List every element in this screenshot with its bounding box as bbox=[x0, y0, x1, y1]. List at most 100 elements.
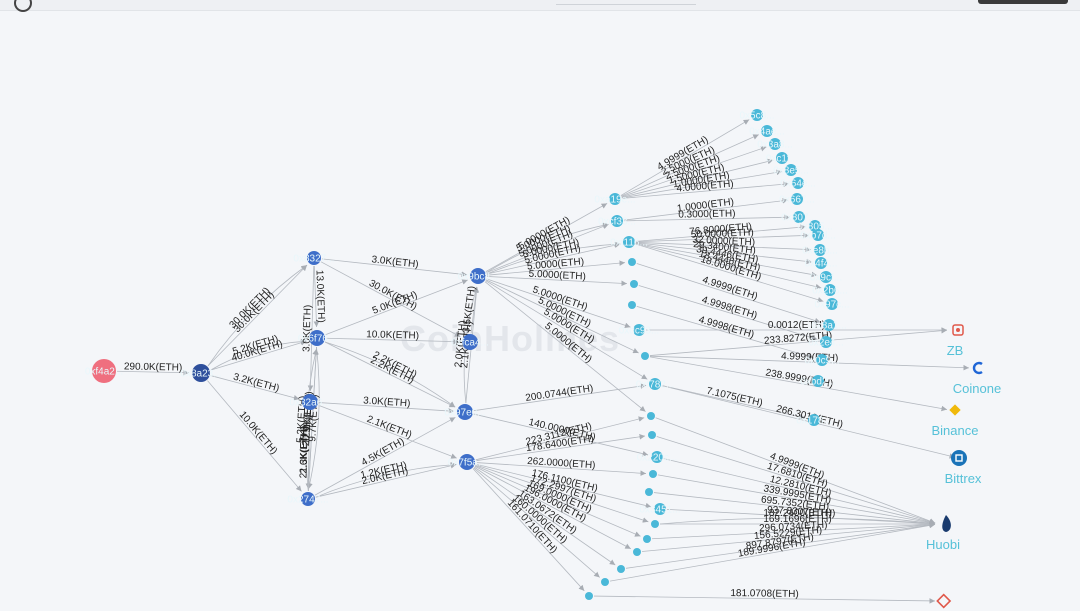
flow-edge[interactable] bbox=[653, 492, 936, 526]
address-node[interactable] bbox=[459, 454, 475, 470]
flow-edge[interactable] bbox=[210, 375, 300, 401]
address-node[interactable] bbox=[462, 334, 478, 350]
address-node[interactable] bbox=[585, 592, 593, 600]
flow-edge[interactable] bbox=[475, 463, 652, 509]
flow-edge[interactable] bbox=[306, 412, 313, 492]
address-node[interactable] bbox=[645, 488, 653, 496]
flow-edge[interactable] bbox=[321, 258, 468, 277]
address-node[interactable] bbox=[623, 236, 635, 248]
flow-edge[interactable] bbox=[207, 264, 308, 367]
flow-edge[interactable] bbox=[641, 522, 936, 552]
address-node[interactable] bbox=[601, 578, 609, 586]
flow-edge[interactable] bbox=[636, 263, 821, 324]
flow-edge[interactable] bbox=[474, 466, 616, 566]
flow-edge[interactable] bbox=[609, 522, 936, 582]
flow-edge[interactable] bbox=[486, 241, 621, 275]
flow-edge[interactable] bbox=[308, 348, 319, 492]
address-node[interactable] bbox=[654, 503, 666, 515]
address-node[interactable] bbox=[309, 330, 325, 346]
flow-edge[interactable] bbox=[325, 279, 468, 336]
address-node[interactable] bbox=[617, 565, 625, 573]
address-node[interactable] bbox=[814, 244, 826, 256]
flow-edge[interactable] bbox=[473, 383, 647, 412]
flow-edge[interactable] bbox=[484, 281, 646, 412]
flow-edge[interactable] bbox=[473, 467, 600, 578]
flow-edge[interactable] bbox=[486, 276, 628, 287]
address-node[interactable] bbox=[307, 251, 321, 265]
address-node[interactable] bbox=[808, 414, 820, 426]
address-node[interactable] bbox=[192, 364, 210, 382]
flow-edge[interactable] bbox=[210, 338, 307, 371]
flow-edge[interactable] bbox=[486, 278, 631, 329]
address-node[interactable] bbox=[820, 271, 832, 283]
flow-edge[interactable] bbox=[635, 243, 822, 290]
flow-edge[interactable] bbox=[649, 355, 970, 371]
flow-edge[interactable] bbox=[470, 286, 479, 334]
flow-edge[interactable] bbox=[621, 181, 790, 199]
flow-edge[interactable] bbox=[324, 341, 456, 408]
flow-edge[interactable] bbox=[305, 348, 318, 492]
address-node[interactable] bbox=[816, 354, 828, 366]
flow-edge[interactable] bbox=[315, 462, 457, 498]
flow-edge[interactable] bbox=[659, 517, 936, 527]
flow-edge[interactable] bbox=[314, 416, 456, 496]
flow-edge[interactable] bbox=[307, 346, 320, 490]
address-node[interactable] bbox=[793, 211, 805, 223]
flow-edge[interactable] bbox=[473, 413, 649, 457]
address-node[interactable] bbox=[649, 378, 661, 390]
address-node[interactable] bbox=[826, 298, 838, 310]
address-node[interactable] bbox=[302, 394, 318, 410]
address-node[interactable] bbox=[628, 301, 636, 309]
address-node[interactable] bbox=[651, 451, 663, 463]
address-node[interactable] bbox=[791, 193, 803, 205]
flow-edge[interactable] bbox=[621, 134, 759, 197]
address-node[interactable] bbox=[815, 257, 827, 269]
flow-edge[interactable] bbox=[486, 260, 626, 276]
flow-edge[interactable] bbox=[649, 356, 948, 412]
flow-edge[interactable] bbox=[318, 404, 457, 459]
flow-edge[interactable] bbox=[474, 465, 632, 550]
flow-edge[interactable] bbox=[625, 522, 936, 569]
flow-edge[interactable] bbox=[486, 242, 621, 275]
address-node[interactable] bbox=[641, 352, 649, 360]
flow-edge[interactable] bbox=[651, 521, 936, 540]
address-node[interactable] bbox=[649, 470, 657, 478]
address-node[interactable] bbox=[824, 284, 836, 296]
search-input[interactable] bbox=[556, 1, 696, 5]
flow-edge[interactable] bbox=[635, 242, 813, 265]
flow-edge[interactable] bbox=[655, 417, 936, 524]
flow-edge[interactable] bbox=[324, 341, 456, 408]
flow-edge[interactable] bbox=[325, 337, 460, 345]
flow-edge[interactable] bbox=[636, 306, 814, 359]
address-node[interactable] bbox=[457, 404, 473, 420]
flow-edge[interactable] bbox=[315, 463, 457, 498]
flow-edge[interactable] bbox=[666, 508, 936, 527]
address-node[interactable] bbox=[820, 336, 832, 348]
address-node[interactable] bbox=[648, 431, 656, 439]
flow-edge[interactable] bbox=[486, 222, 609, 274]
flow-edge[interactable] bbox=[649, 327, 948, 356]
exchange-huobi[interactable]: Huobi bbox=[926, 515, 960, 552]
address-node[interactable] bbox=[812, 375, 824, 387]
flow-edge[interactable] bbox=[318, 402, 455, 414]
address-node[interactable] bbox=[611, 215, 623, 227]
flow-edge[interactable] bbox=[593, 595, 936, 604]
exchange-bittrex[interactable]: Bittrex bbox=[945, 450, 982, 486]
exchange-gate[interactable]: Gate bbox=[930, 593, 956, 611]
header-action-button[interactable] bbox=[978, 0, 1068, 4]
exchange-binance[interactable]: Binance bbox=[932, 404, 979, 438]
flow-edge[interactable] bbox=[475, 434, 646, 462]
address-node[interactable] bbox=[470, 268, 486, 284]
flow-edge[interactable] bbox=[635, 243, 824, 303]
flow-edge[interactable] bbox=[475, 416, 645, 461]
address-node[interactable] bbox=[633, 548, 641, 556]
address-node[interactable] bbox=[643, 535, 651, 543]
address-node[interactable] bbox=[785, 164, 797, 176]
flow-edge[interactable] bbox=[635, 232, 810, 243]
flow-edge[interactable] bbox=[116, 369, 190, 376]
flow-edge[interactable] bbox=[635, 241, 812, 253]
address-node[interactable] bbox=[630, 280, 638, 288]
flow-edge[interactable] bbox=[475, 462, 647, 476]
flow-edge[interactable] bbox=[621, 158, 774, 198]
address-node[interactable] bbox=[792, 177, 804, 189]
